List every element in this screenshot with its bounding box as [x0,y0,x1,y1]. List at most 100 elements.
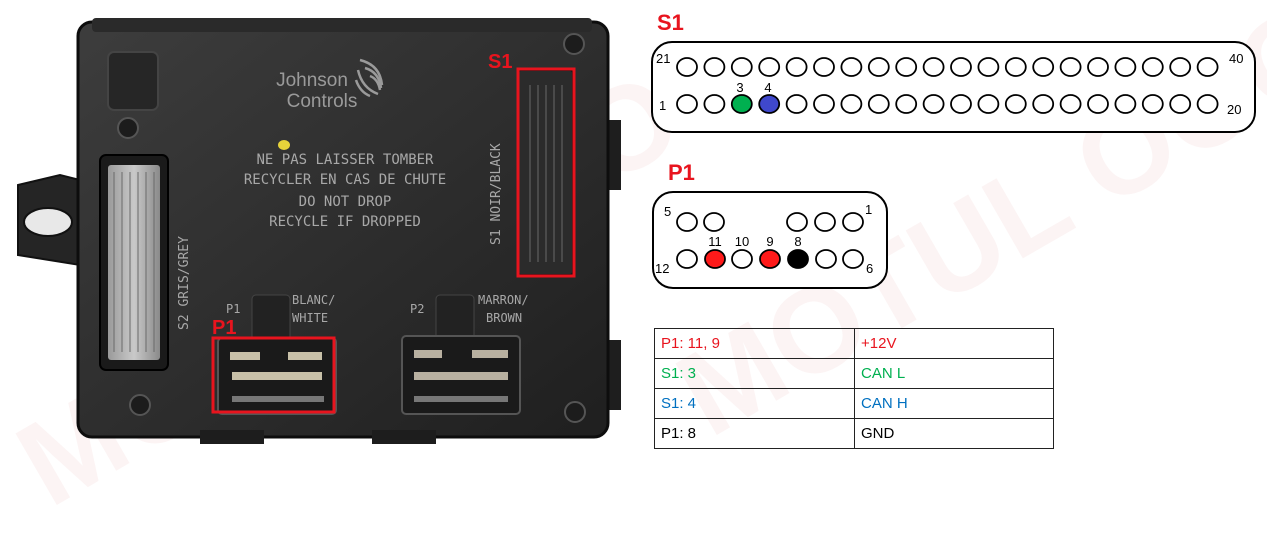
p1-pin [814,212,836,232]
s1-pin [1114,94,1137,114]
p1-pin-label: 8 [794,234,801,249]
p1-connector-pins [230,352,324,402]
s1-pin [895,57,918,77]
p1-pin-label: 11 [708,234,722,249]
s2-side-label: S2 GRIS/GREY [177,236,192,330]
p1-corner-label: 12 [655,261,669,276]
s1-pin [950,94,972,114]
table-row: P1: 11, 9 +12V [654,328,1054,359]
legend-pins: P1: 8 [654,418,855,449]
warning-line: RECYCLER EN CAS DE CHUTE [244,172,446,188]
s1-pin [950,57,972,77]
s1-pin [922,57,945,77]
s1-pin [1196,94,1219,114]
p1-pin [842,249,864,269]
p1-pin [815,249,837,269]
screw [129,394,151,416]
s1-side-label: S1 NOIR/BLACK [489,143,504,245]
s1-pin [922,94,945,114]
s1-pin [730,57,753,77]
s1-pin [1114,57,1137,77]
s1-pin [758,94,781,114]
s1-pin [730,94,753,114]
s1-pin [1169,57,1192,77]
p2-label: P2 [410,302,424,316]
s1-pins [676,57,1219,114]
warning-line: NE PAS LAISSER TOMBER [256,152,434,168]
p2-label: MARRON/ [478,293,529,307]
p1-pin [759,249,781,269]
table-row: P1: 8 GND [654,418,1054,449]
s1-pin [1087,57,1109,77]
s1-pin [1059,94,1082,114]
p1-pin [703,212,725,232]
s1-connector-pins [529,85,563,262]
bottom-tab [372,430,436,444]
p1-title: P1 [668,160,695,185]
s1-pin [1059,57,1082,77]
brand-line1: Johnson [276,70,348,91]
s1-pin [785,94,808,114]
clip [107,51,159,111]
s1-pin [676,57,698,77]
p1-pin [704,249,726,269]
s1-pin [1141,57,1164,77]
s1-pin [840,94,863,114]
p1-corner-label: 5 [664,204,671,219]
s1-pin [1169,94,1192,114]
s1-pin [813,94,835,114]
p1-pin [842,212,864,232]
s1-pin [1004,57,1027,77]
legend-signal: CAN L [854,358,1054,389]
p1-label: BLANC/ [292,293,335,307]
s1-pin [977,94,1000,114]
bottom-tab [200,430,264,444]
p1-pin [676,212,698,232]
s1-corner-label: 20 [1227,102,1241,117]
p1-pin [787,249,809,269]
p1-corner-label: 1 [865,202,872,217]
s1-pin [1141,94,1164,114]
s2-connector-pins [113,172,155,352]
s1-pin [1196,57,1219,77]
legend-pins: P1: 11, 9 [654,328,855,359]
warning-line: DO NOT DROP [299,194,392,210]
s1-pin [895,94,918,114]
module-photo: Johnson Controls NE PAS LAISSER TOMBER R… [17,18,621,444]
s1-pin [840,57,863,77]
p1-highlight-box [211,336,336,414]
s1-pin [676,94,698,114]
s1-pin [977,57,1000,77]
paint-dot [278,140,290,150]
p1-pin [786,212,808,232]
p1-pin [731,249,753,269]
legend-pins: S1: 3 [654,358,855,389]
mounting-hole [23,207,73,237]
p1-corner-label: 6 [866,261,873,276]
table-row: S1: 3 CAN L [654,358,1054,389]
p1-pins [676,212,864,269]
p1-pin [676,249,698,269]
brand-logo-icon [354,58,384,98]
p1-label: P1 [226,302,240,316]
p1-latch [251,294,291,344]
legend-signal: CAN H [854,388,1054,419]
legend-signal: +12V [854,328,1054,359]
s1-pin-label: 3 [736,80,743,95]
s1-corner-label: 40 [1229,51,1243,66]
p2-connector-pins [414,350,508,402]
s1-pin [867,57,890,77]
pin-legend-table: P1: 11, 9 +12V S1: 3 CAN L S1: 4 CAN H P… [654,328,1054,449]
table-row: S1: 4 CAN H [654,388,1054,419]
module-top-lip [92,18,592,32]
screw [563,33,585,55]
s1-title: S1 [657,10,684,35]
p1-label: WHITE [292,311,328,325]
p2-label: BROWN [486,311,522,325]
s1-pin-label: 4 [764,80,771,95]
s1-pin [1032,94,1055,114]
s1-highlight-label: S1 [488,51,512,73]
s1-pin [785,57,808,77]
s1-pin [703,57,726,77]
s2-connector [108,165,160,360]
